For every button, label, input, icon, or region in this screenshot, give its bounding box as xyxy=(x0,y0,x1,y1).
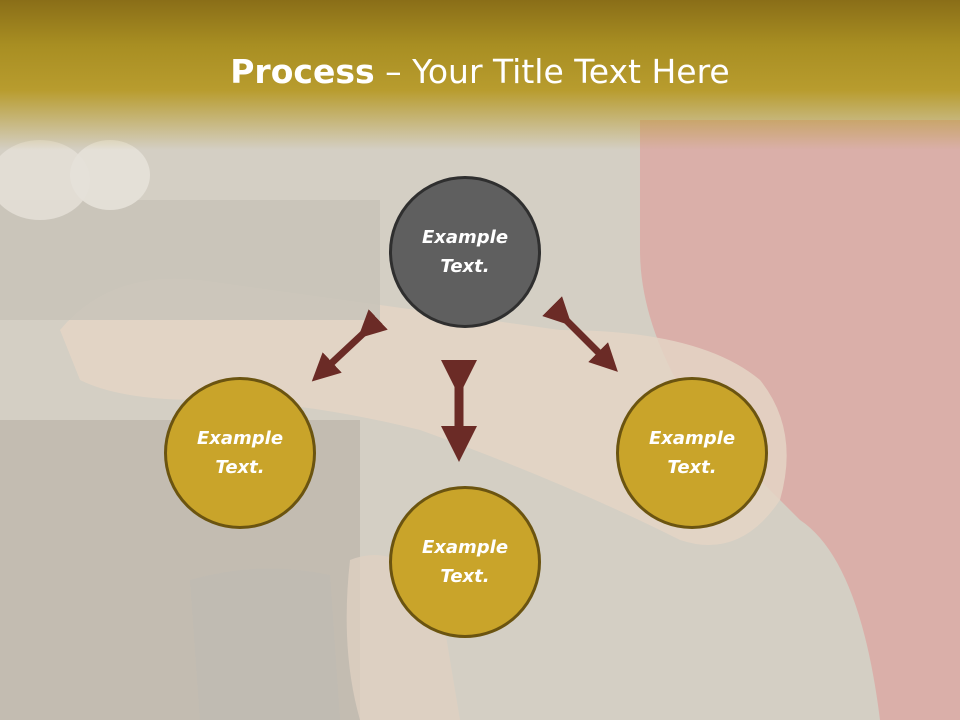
title-bar xyxy=(0,0,960,150)
node-left-line1: Example xyxy=(196,428,284,449)
title-rest: Your Title Text Here xyxy=(412,52,730,91)
title-dash: – xyxy=(374,52,413,91)
node-right-line1: Example xyxy=(648,428,736,449)
node-right-line2: Text. xyxy=(667,457,717,478)
node-bottom-line1: Example xyxy=(421,537,509,558)
node-bottom-line2: Text. xyxy=(440,566,490,587)
node-top-line1: Example xyxy=(421,227,509,248)
node-top-line2: Text. xyxy=(440,256,490,277)
page-title: Process – Your Title Text Here xyxy=(0,52,960,91)
node-left-line2: Text. xyxy=(215,457,265,478)
title-bold: Process xyxy=(230,52,375,91)
